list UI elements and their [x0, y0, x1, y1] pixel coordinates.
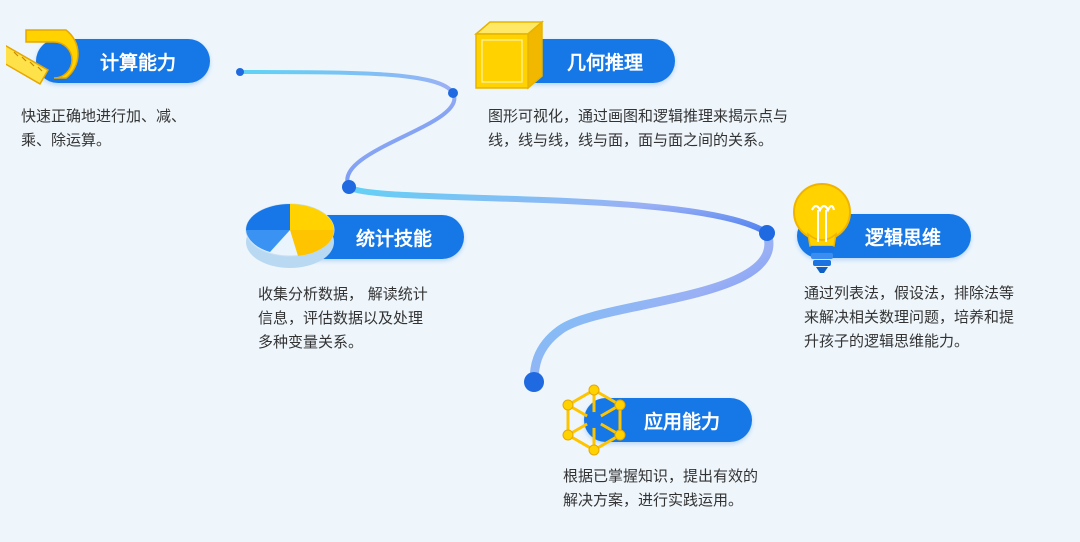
- path-dot: [236, 68, 244, 76]
- path-segment-1: [238, 70, 457, 189]
- path-segment-2: [346, 184, 770, 236]
- node-desc-calc: 快速正确地进行加、减、 乘、除运算。: [21, 107, 187, 149]
- path-segment-3: [529, 228, 774, 387]
- node-title-text: 应用能力: [644, 410, 721, 433]
- node-title-apply: 应用能力: [584, 398, 752, 442]
- node-title-text: 统计技能: [356, 227, 433, 250]
- path-dot: [342, 180, 356, 194]
- ruler-protractor-icon: [6, 29, 79, 85]
- molecule-network-icon: [562, 384, 626, 456]
- path-dot: [759, 225, 775, 241]
- cube-icon: [473, 20, 545, 90]
- pie-chart-icon: [245, 203, 335, 268]
- path-dot: [448, 88, 458, 98]
- node-desc-stats: 收集分析数据， 解读统计 信息，评估数据以及处理 多种变量关系。: [258, 285, 428, 351]
- node-title-text: 几何推理: [567, 51, 644, 74]
- path-dot: [524, 372, 544, 392]
- node-desc-geometry: 图形可视化，通过画图和逻辑推理来揭示点与 线，线与线，线与面，面与面之间的关系。: [488, 107, 789, 149]
- node-desc-logic: 通过列表法，假设法，排除法等 来解决相关数理问题，培养和提 升孩子的逻辑思维能力…: [804, 284, 1015, 350]
- light-bulb-icon: [793, 183, 851, 273]
- node-desc-apply: 根据已掌握知识，提出有效的 解决方案，进行实践运用。: [563, 467, 759, 509]
- node-title-text: 计算能力: [100, 51, 177, 74]
- node-title-text: 逻辑思维: [865, 226, 942, 249]
